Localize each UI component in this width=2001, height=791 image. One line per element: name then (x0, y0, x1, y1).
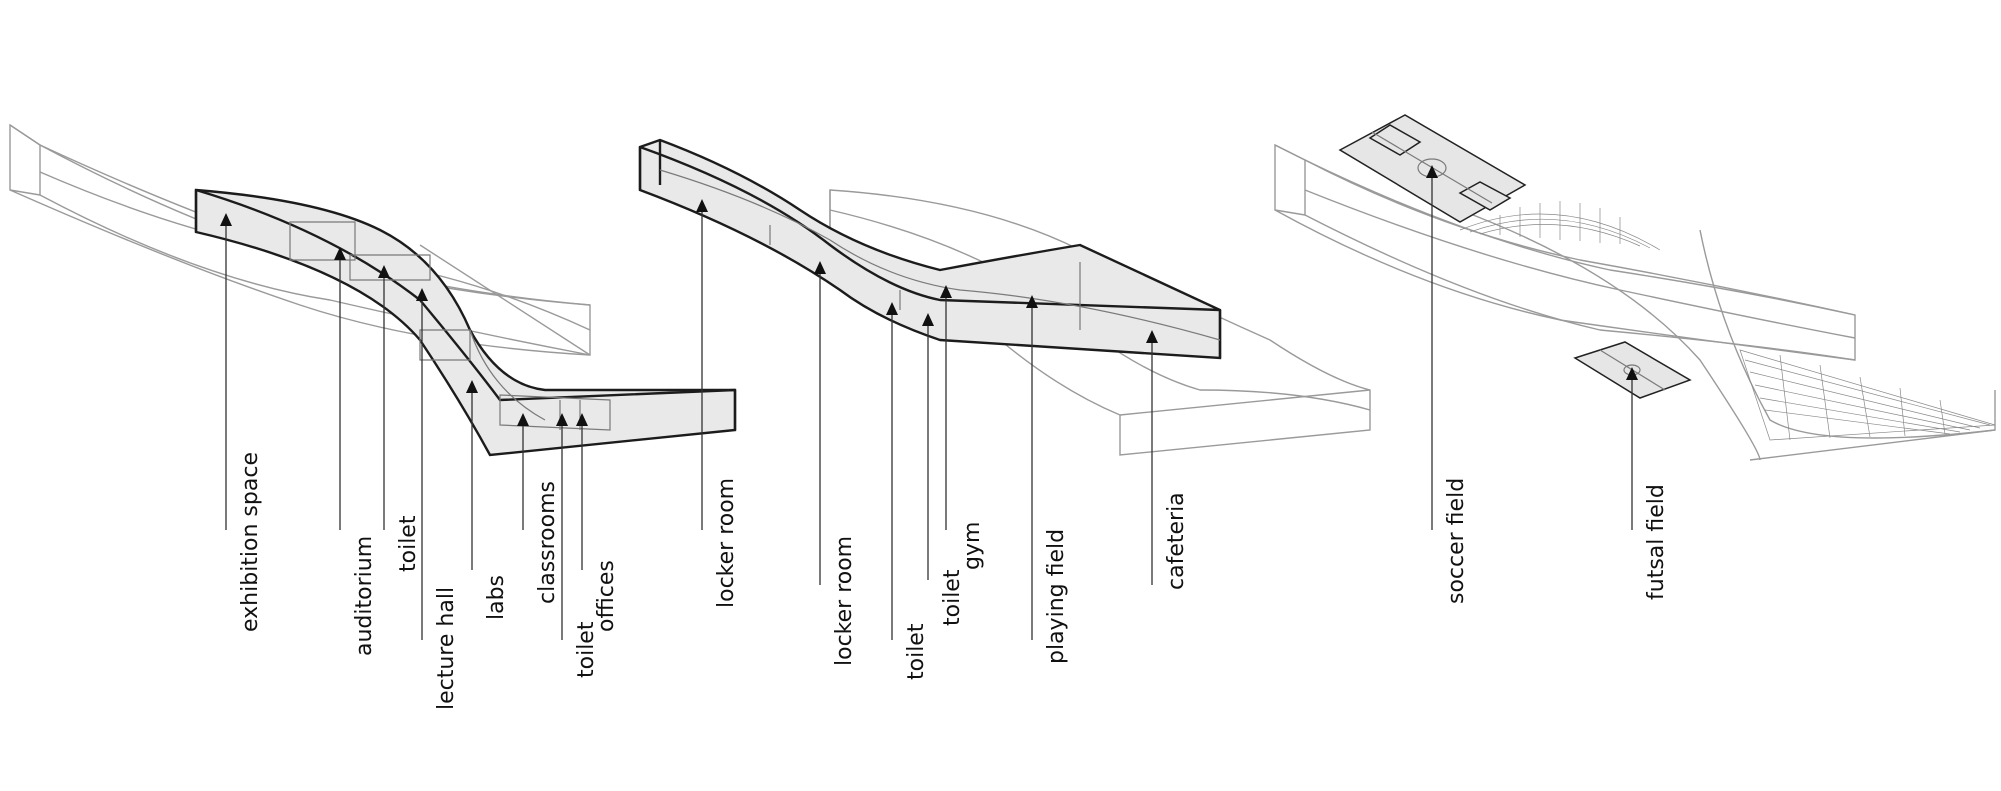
label-locker-room-1: locker room (714, 478, 739, 608)
label-locker-room-2: locker room (832, 536, 857, 666)
arrowheads-2 (696, 199, 1158, 343)
label-toilet-4: toilet (940, 569, 965, 626)
ghost-volume-3 (1274, 143, 1996, 461)
mesh-surfaces (1459, 201, 1996, 441)
label-labs: labs (484, 575, 509, 620)
label-lecture-hall: lecture hall (434, 587, 459, 710)
label-toilet-1: toilet (396, 515, 421, 572)
label-gym: gym (960, 522, 985, 570)
label-auditorium: auditorium (352, 536, 377, 656)
arrowheads-1 (220, 213, 588, 426)
label-futsal-field: futsal field (1644, 484, 1669, 600)
label-playing-field: playing field (1044, 529, 1069, 664)
highlighted-volume-2 (638, 138, 1222, 360)
leader-lines-2 (701, 204, 1153, 640)
label-cafeteria: cafeteria (1164, 492, 1189, 590)
label-toilet-2: toilet (574, 621, 599, 678)
labels-1: exhibition space auditorium toilet lectu… (238, 452, 619, 710)
label-soccer-field: soccer field (1444, 478, 1469, 604)
leader-lines-3 (1431, 170, 1633, 530)
labels-2: locker room locker room toilet toilet gy… (714, 478, 1189, 680)
label-exhibition-space: exhibition space (238, 452, 263, 632)
label-toilet-3: toilet (904, 623, 929, 680)
label-classrooms: classrooms (535, 481, 560, 604)
labels-3: soccer field futsal field (1444, 478, 1669, 604)
leader-lines-1 (225, 218, 583, 640)
diagram-academic: exhibition space auditorium toilet lectu… (9, 123, 737, 710)
highlighted-volume-1 (194, 188, 737, 457)
diagram-fields: soccer field futsal field (1274, 114, 1996, 604)
arrowheads-3 (1426, 165, 1638, 380)
label-offices: offices (594, 560, 619, 632)
diagram-sports: locker room locker room toilet toilet gy… (638, 138, 1371, 680)
